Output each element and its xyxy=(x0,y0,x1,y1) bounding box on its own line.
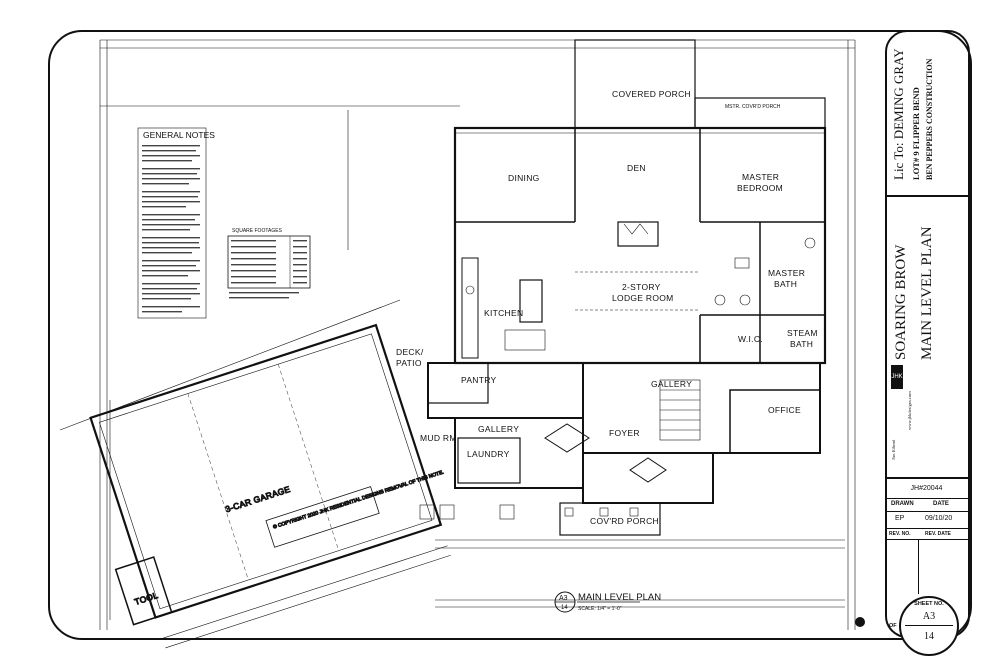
drawing-ref-top: A3 xyxy=(559,595,568,602)
room-label-covered-porch-front: COV'RD PORCH xyxy=(590,516,659,526)
drawing-title: MAIN LEVEL PLAN xyxy=(578,592,661,603)
firm-website: www.jhkdesigns.com xyxy=(907,391,912,430)
room-label-gallery-left: GALLERY xyxy=(478,424,519,434)
sheet-number-circle: SHEET NO. A3 OF 14 xyxy=(889,596,959,656)
sheet-no-label: SHEET NO. xyxy=(914,601,944,607)
builder-name: BEN PEPPERS CONSTRUCTION xyxy=(925,58,934,180)
general-notes-title: GENERAL NOTES xyxy=(143,130,215,140)
drawn-label: DRAWN xyxy=(891,501,914,507)
room-label-master-bath-line2: BATH xyxy=(774,279,797,289)
drawing-scale: SCALE: 1/4" = 1'-0" xyxy=(578,606,622,612)
sheet-total: 14 xyxy=(924,631,934,642)
job-number: JH#20044 xyxy=(910,485,943,492)
room-label-office: OFFICE xyxy=(768,405,801,415)
of-label: OF xyxy=(889,623,897,629)
room-label-foyer: FOYER xyxy=(609,428,640,438)
drawing-title-block: A3 14 MAIN LEVEL PLAN SCALE: 1/4" = 1'-0… xyxy=(554,591,661,613)
room-label-master-bath-line1: MASTER xyxy=(768,268,805,278)
general-notes-text-lines xyxy=(142,145,200,313)
firm-logo: JHK xyxy=(891,365,903,389)
room-label-garage: 3-CAR GARAGE xyxy=(224,484,292,514)
project-name: SOARING BROW xyxy=(893,244,909,360)
room-label-master-covered-porch: MSTR. COVR'D PORCH xyxy=(725,104,781,110)
general-notes-block: GENERAL NOTES xyxy=(137,127,215,319)
license-holder: Lic To: DEMING GRAY xyxy=(891,48,906,180)
square-footage-title: SQUARE FOOTAGES xyxy=(232,228,283,234)
room-label-pantry: PANTRY xyxy=(461,375,497,385)
drawing-sheet-border xyxy=(48,30,972,640)
room-label-covered-porch: COVERED PORCH xyxy=(612,89,691,99)
room-label-deck-patio-line1: DECK/ xyxy=(396,347,424,357)
room-label-master-bedroom-line2: BEDROOM xyxy=(737,183,783,193)
lot-info: LOT# 9 FLIPPER BEND xyxy=(911,87,921,180)
copyright-note: © COPYRIGHT 2020 JHK RESIDENTIAL DESIGNS… xyxy=(272,469,444,531)
room-label-kitchen: KITCHEN xyxy=(484,308,523,318)
drawing-ref-bottom: 14 xyxy=(561,605,568,611)
room-label-wic: W.I.C. xyxy=(738,334,763,344)
rev-no-label: REV. NO. xyxy=(889,531,911,537)
room-label-mud-room: MUD RM. xyxy=(420,433,459,443)
square-footage-table: SQUARE FOOTAGES xyxy=(227,228,311,299)
room-label-master-bedroom-line1: MASTER xyxy=(742,172,779,182)
date-label: DATE xyxy=(933,501,949,507)
room-label-lodge-room-line1: 2-STORY xyxy=(622,282,661,292)
title-block: Lic To: DEMING GRAY LOT# 9 FLIPPER BEND … xyxy=(885,30,970,656)
room-label-laundry: LAUNDRY xyxy=(467,449,510,459)
room-label-lodge-room-line2: LODGE ROOM xyxy=(612,293,674,303)
sheet-title: MAIN LEVEL PLAN xyxy=(919,226,935,360)
firm-name: Jim Kibord xyxy=(891,439,896,460)
room-label-deck-patio-line2: PATIO xyxy=(396,358,422,368)
room-label-dining: DINING xyxy=(508,173,540,183)
room-label-den: DEN xyxy=(627,163,646,173)
drawn-by: EP xyxy=(895,515,905,522)
room-label-steam-bath-line1: STEAM xyxy=(787,328,818,338)
room-label-gallery-right: GALLERY xyxy=(651,379,692,389)
sheet-number: A3 xyxy=(922,611,936,622)
rev-date-label: REV. DATE xyxy=(925,531,951,537)
room-label-tool: TOOL xyxy=(133,590,159,607)
registration-dot xyxy=(855,617,865,627)
drawing-date: 09/10/20 xyxy=(925,515,953,522)
room-label-steam-bath-line2: BATH xyxy=(790,339,813,349)
